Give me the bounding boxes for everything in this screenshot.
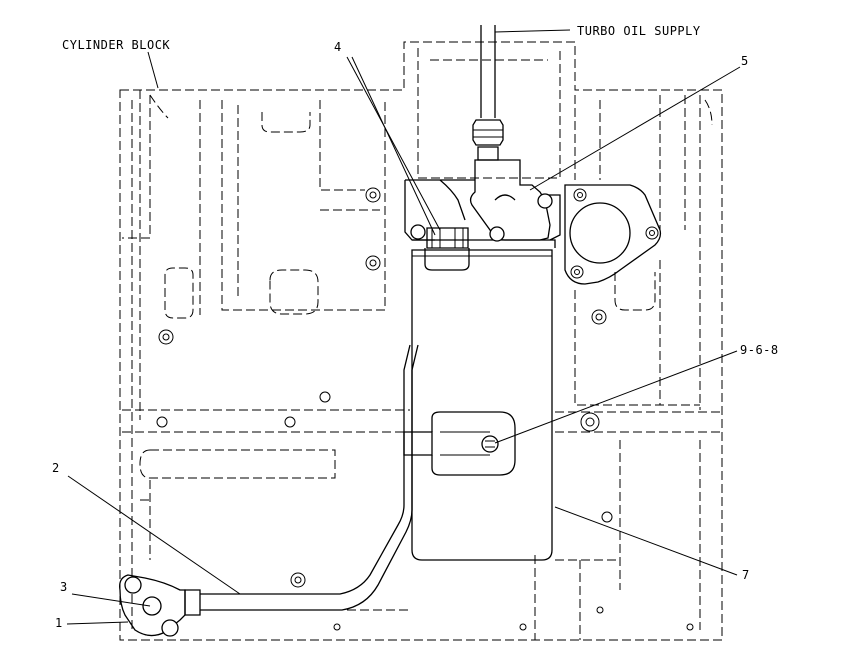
callout-7: 7 bbox=[742, 568, 750, 582]
callout-5: 5 bbox=[741, 54, 749, 68]
turbo-oil-supply-line bbox=[472, 25, 504, 161]
label-turbo-oil-supply: TURBO OIL SUPPLY bbox=[577, 24, 701, 38]
filter-adapter-fitting bbox=[424, 227, 470, 271]
oil-filter-canister bbox=[411, 249, 553, 561]
callout-9-6-8: 9-6-8 bbox=[740, 343, 779, 357]
oil-tube bbox=[200, 344, 419, 611]
callout-3: 3 bbox=[60, 580, 68, 594]
tube-flange bbox=[119, 574, 201, 637]
filter-base bbox=[404, 159, 561, 248]
mounting-flange-plate bbox=[564, 184, 662, 285]
callout-4: 4 bbox=[334, 40, 342, 54]
block-bolts bbox=[156, 187, 694, 631]
cylinder-block-outline bbox=[119, 41, 723, 641]
leader-lines bbox=[66, 29, 741, 625]
callout-2: 2 bbox=[52, 461, 60, 475]
label-cylinder-block: CYLINDER BLOCK bbox=[62, 38, 171, 52]
callout-1: 1 bbox=[55, 616, 63, 630]
filter-clamp-bracket bbox=[403, 411, 516, 476]
